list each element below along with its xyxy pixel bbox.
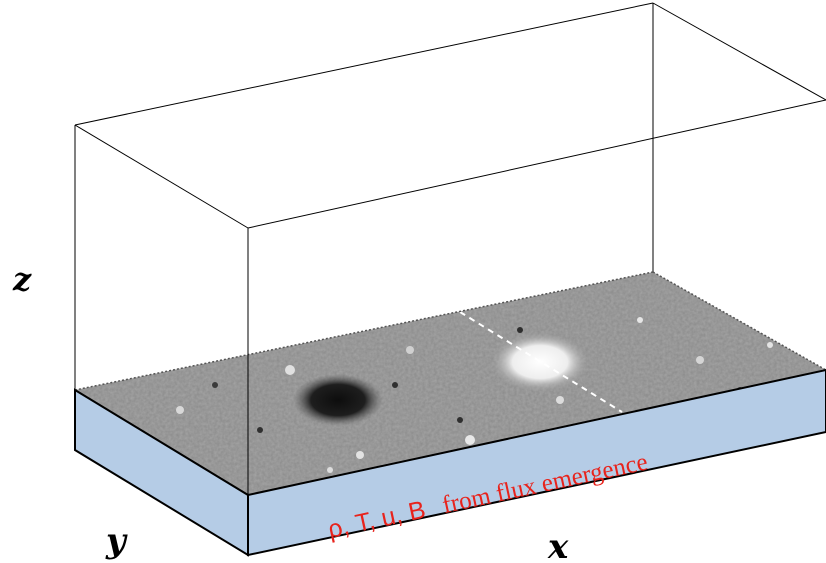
box-back-top-edge <box>74 2 654 126</box>
y-axis-label: y <box>105 521 128 561</box>
box-front-edges <box>74 99 826 495</box>
box-back-edges <box>74 2 826 390</box>
surface-dotted-edges <box>74 271 826 391</box>
box-front-long-top-edge <box>247 99 826 229</box>
box-right-top-edge <box>652 2 826 101</box>
box-front-top-edge <box>74 124 249 229</box>
boundary-slab <box>74 368 826 557</box>
negative-polarity-sunspot <box>293 374 383 426</box>
polarity-inversion-line <box>459 311 623 413</box>
x-axis-label: x <box>547 527 569 563</box>
z-axis-label: z <box>12 260 32 298</box>
slab-front-face <box>247 368 826 557</box>
